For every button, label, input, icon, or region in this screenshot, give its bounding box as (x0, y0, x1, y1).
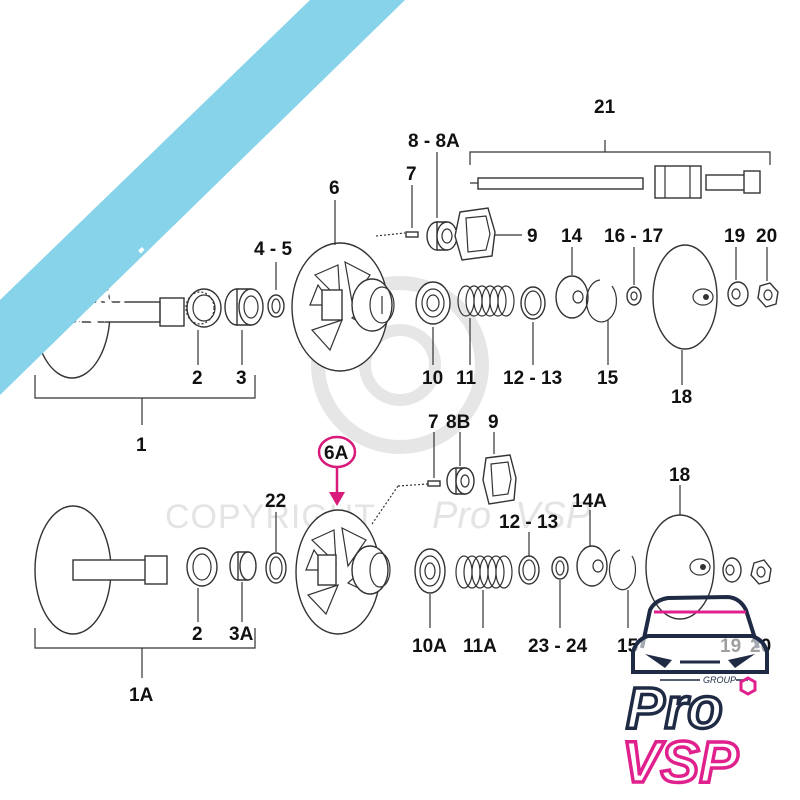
highlight-6a (317, 435, 357, 506)
label-21: 21 (594, 97, 616, 118)
part-11-spring (457, 285, 515, 317)
label-12-13: 12 - 13 (503, 368, 562, 389)
bracket-21 (469, 151, 771, 165)
logo-group-text: GROUP (703, 675, 736, 685)
label-19: 19 (724, 226, 745, 247)
label-10a: 10A (412, 636, 447, 657)
part-7-pin-lower (427, 480, 441, 487)
part-15-circlip-lower (608, 549, 637, 591)
label-22: 22 (265, 491, 286, 512)
label-16-17: 16 - 17 (604, 226, 663, 247)
part-8-8a-roller (426, 221, 458, 251)
part-20-nut (757, 282, 779, 308)
part-20-nut-lower (750, 559, 772, 585)
highlight-6a-arrow-head (329, 492, 345, 506)
part-21-tool-assembly (470, 165, 761, 199)
label-6a: 6A (324, 443, 349, 464)
label-14a: 14A (572, 491, 607, 512)
banner-stripe (0, 0, 405, 395)
label-10: 10 (422, 368, 443, 389)
label-23-24: 23 - 24 (528, 636, 588, 657)
label-18: 18 (671, 387, 692, 408)
part-2-needle-bearing (185, 288, 222, 328)
part-1a-fixed-half-pulley (34, 505, 168, 635)
label-18-lower: 18 (669, 465, 690, 486)
watermark-pro: Pro (432, 495, 491, 537)
bracket-1a (34, 628, 256, 649)
label-3: 3 (236, 368, 247, 389)
label-1: 1 (136, 435, 147, 456)
label-7-lower: 7 (428, 412, 439, 433)
label-2-lower: 2 (192, 624, 203, 645)
part-8b-roller (446, 467, 475, 495)
label-20: 20 (756, 226, 777, 247)
bracket-1 (34, 375, 256, 399)
label-9-lower: 9 (488, 412, 499, 433)
label-8b: 8B (446, 412, 470, 433)
label-2: 2 (192, 368, 203, 389)
label-7: 7 (406, 164, 417, 185)
part-4-5-washer (267, 294, 285, 318)
label-14: 14 (561, 226, 583, 247)
label-1a: 1A (129, 685, 154, 706)
part-6a-variator (295, 509, 391, 635)
label-9: 9 (527, 226, 538, 247)
part-10-bearing (415, 281, 451, 325)
part-7-pin (405, 231, 419, 238)
part-2-needle-bearing-lower (186, 547, 218, 587)
label-11: 11 (456, 368, 477, 389)
part-15-circlip (585, 279, 617, 323)
label-4-5: 4 - 5 (254, 239, 292, 260)
part-19-washer (727, 281, 749, 307)
watermark-circle-outer (311, 276, 489, 454)
logo-vsp-text: VSP (622, 730, 738, 795)
part-3a-bushing (229, 551, 257, 581)
part-10a-bearing (414, 548, 446, 594)
provsp-logo: GROUP Pro VSP (620, 594, 769, 797)
part-11a-spring (455, 555, 513, 589)
watermark-circle-inner (359, 324, 441, 406)
part-9-slider (454, 207, 496, 261)
part-16-17-washer (626, 286, 642, 306)
label-15: 15 (597, 368, 619, 389)
part-14-cap (555, 275, 589, 319)
part-6-variator (291, 242, 395, 372)
part-18-pulley-plate (652, 244, 718, 350)
label-12-13-lower: 12 - 13 (499, 512, 558, 533)
car-outline-icon (631, 594, 769, 674)
watermark-vsp: VSP (515, 495, 592, 537)
logo-hexagon-icon (739, 676, 757, 696)
part-3-bushing (224, 288, 264, 326)
part-14a-cap (576, 545, 608, 587)
part-9-slider-lower (482, 454, 517, 505)
label-6: 6 (329, 178, 340, 199)
logo-pro-text: Pro (626, 676, 723, 741)
part-19-washer-lower (722, 557, 742, 583)
label-3a: 3A (229, 624, 254, 645)
label-8-8a: 8 - 8A (408, 131, 460, 152)
label-11a: 11A (463, 636, 497, 657)
part-23-24-washer (551, 556, 569, 580)
lower-assembly: 1A 2 3A 22 6A 7 8B 9 10A 11A 12 - 13 23 … (34, 412, 772, 706)
